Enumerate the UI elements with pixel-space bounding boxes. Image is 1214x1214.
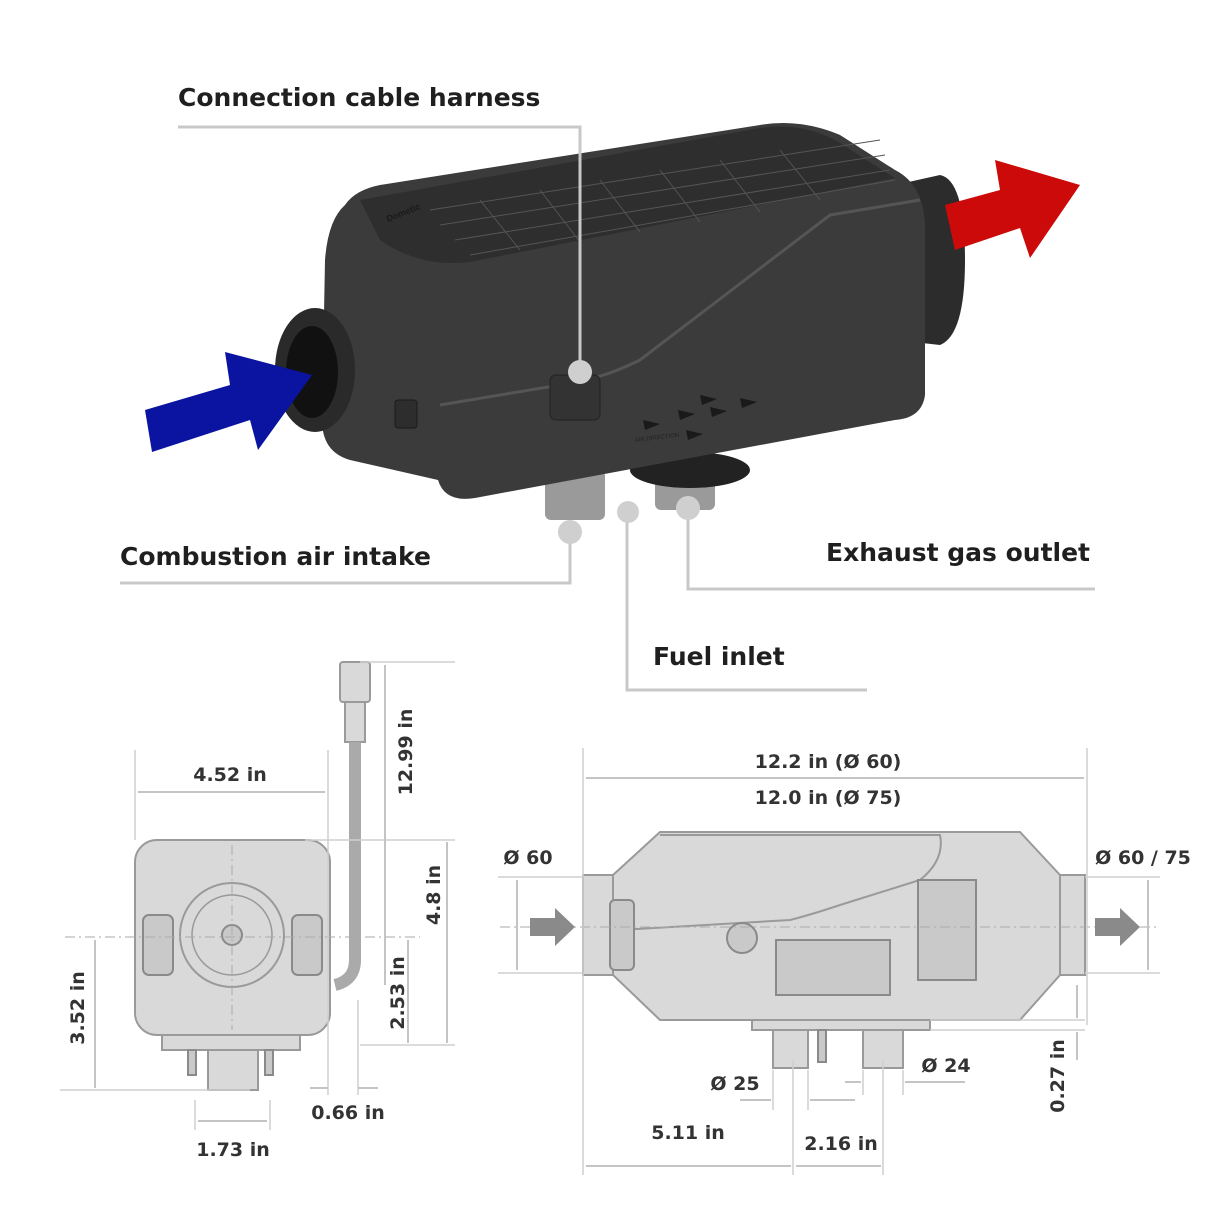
intake-pipe-drawing: [772, 1029, 809, 1069]
side-flange: [751, 1019, 931, 1031]
inlet-arrow-icon: [145, 352, 312, 452]
dim-length-60: 12.2 in (Ø 60): [755, 751, 902, 773]
intake-foot: [545, 470, 605, 520]
dim-to-intake: 5.11 in: [651, 1122, 725, 1144]
side-panel: [917, 879, 977, 981]
side-button: [394, 399, 418, 429]
front-foot: [207, 1049, 259, 1091]
dim-inlet-diameter: Ø 60: [503, 847, 552, 869]
grille-pattern: [429, 139, 896, 256]
air-direction-marks: [643, 395, 757, 440]
callout-cable-harness: Connection cable harness: [178, 83, 540, 112]
outlet-flow-arrow-icon: [1095, 908, 1140, 946]
inlet-pipe: [582, 874, 614, 976]
front-view-drawing: 4.52 in 12.99 in 4.8 in 3.52 in 2.53 in …: [60, 661, 455, 1161]
dim-flange-height: 0.27 in: [1047, 1039, 1069, 1113]
dim-intake-pipe: Ø 25: [710, 1073, 759, 1095]
dim-exhaust-pipe: Ø 24: [921, 1055, 970, 1077]
leader-cable-harness: [178, 125, 582, 372]
leader-fuel-inlet: [625, 512, 867, 692]
air-direction-text: AIR DIRECTION: [635, 433, 680, 444]
dim-length-75: 12.0 in (Ø 75): [755, 787, 902, 809]
top-grille: [360, 126, 895, 264]
plug: [339, 661, 371, 703]
cable: [333, 742, 361, 991]
heater-product: Dometic AIR DIRECTION: [275, 122, 965, 520]
dim-offset: 0.66 in: [311, 1102, 385, 1124]
dim-foot-width: 1.73 in: [196, 1139, 270, 1161]
callout-fuel-inlet: Fuel inlet: [653, 642, 785, 671]
outlet-arrow-icon: [945, 160, 1080, 258]
dim-height: 4.8 in: [423, 865, 445, 925]
dim-outlet-diameter: Ø 60 / 75: [1095, 847, 1191, 869]
marker-cable-harness: [568, 360, 592, 384]
inlet-flow-arrow-icon: [530, 908, 575, 946]
leader-air-intake: [120, 532, 572, 585]
dim-pipe-spacing: 2.16 in: [804, 1133, 878, 1155]
outlet-pipe: [1057, 874, 1086, 976]
marker-exhaust-outlet: [676, 496, 700, 520]
front-dimension-lines: [94, 665, 448, 1122]
side-dimension-lines: [516, 777, 1149, 1167]
dim-cable-length: 12.99 in: [395, 709, 417, 796]
callout-exhaust-outlet: Exhaust gas outlet: [826, 538, 1090, 567]
marker-air-intake: [558, 520, 582, 544]
side-view-drawing: 12.2 in (Ø 60) 12.0 in (Ø 75) Ø 60 Ø 60 …: [498, 748, 1191, 1175]
marker-fuel-inlet: [617, 501, 639, 523]
callout-air-intake: Combustion air intake: [120, 542, 431, 571]
leader-exhaust-outlet: [686, 508, 1095, 591]
dim-lower-height: 3.52 in: [67, 971, 89, 1045]
dim-width: 4.52 in: [193, 764, 267, 786]
dim-pipe-center: 2.53 in: [387, 956, 409, 1030]
